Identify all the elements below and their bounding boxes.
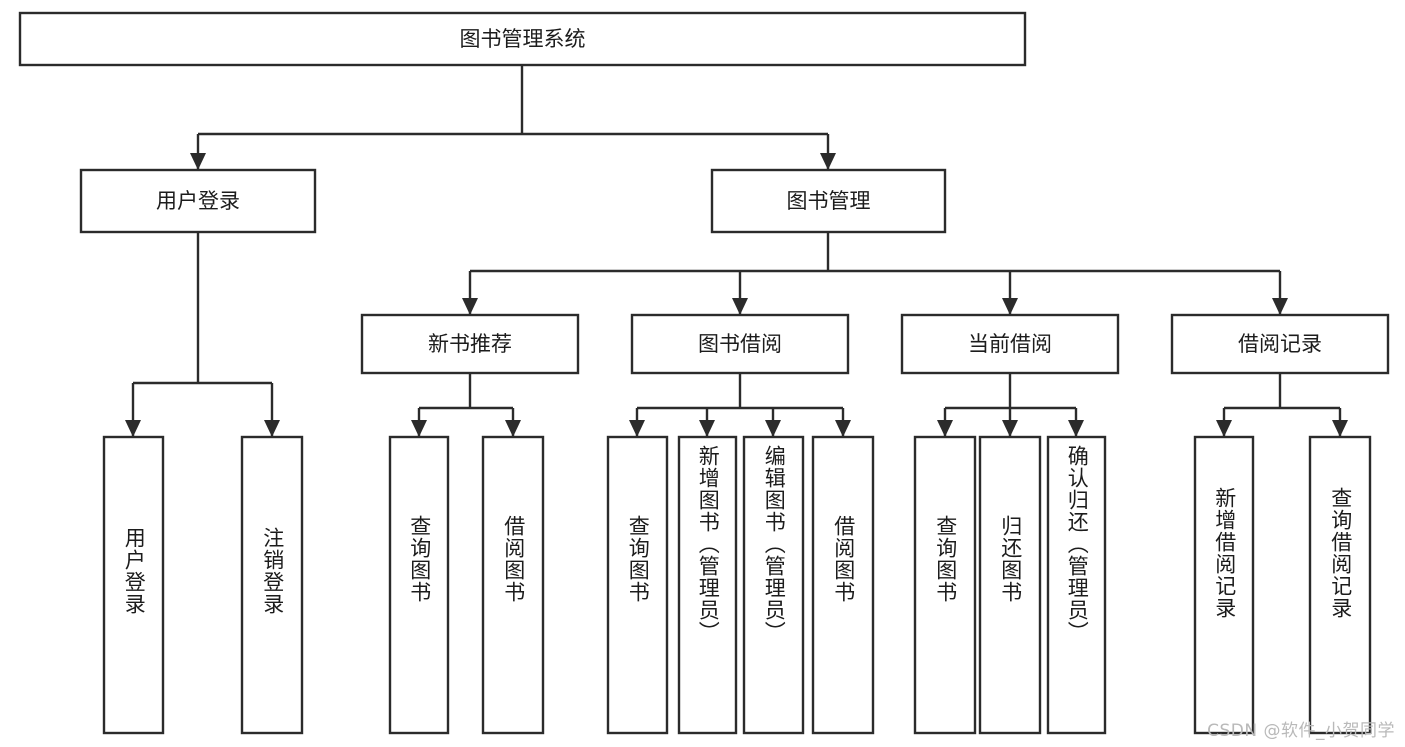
node-user-login-label: 用户登录 [156, 189, 240, 213]
node-book-borrow-label: 图书借阅 [698, 332, 782, 356]
l3-arrow-icon-2-1 [1002, 420, 1018, 437]
node-leaf-edit-book-admin-box[interactable] [742, 435, 805, 735]
node-borrow-record-label: 借阅记录 [1238, 332, 1322, 356]
l3-arrow-icon-0-1 [505, 420, 521, 437]
node-leaf-query-book-recommend-box[interactable] [388, 435, 450, 735]
node-new-book-recommend-label: 新书推荐 [428, 332, 512, 356]
node-leaf-query-book-borrow-box[interactable] [606, 435, 669, 735]
l3-arrow-icon-1-0 [629, 420, 645, 437]
node-leaf-user-login-box[interactable] [102, 435, 165, 735]
book-manage-arrow-icon-0 [462, 298, 478, 315]
node-leaf-add-book-admin-box[interactable] [677, 435, 738, 735]
user-login-arrow-icon-1 [264, 420, 280, 437]
root-node-label: 图书管理系统 [460, 27, 586, 51]
node-leaf-query-borrow-record-box[interactable] [1308, 435, 1372, 735]
l3-arrow-icon-1-1 [699, 420, 715, 437]
node-leaf-add-borrow-record-box[interactable] [1193, 435, 1255, 735]
node-leaf-query-book-current-box[interactable] [913, 435, 977, 735]
l3-arrow-icon-3-0 [1216, 420, 1232, 437]
node-book-manage-box[interactable] [710, 168, 947, 234]
node-book-manage-label: 图书管理 [787, 189, 871, 213]
user-login-arrow-icon-0 [125, 420, 141, 437]
csdn-watermark: CSDN @软件_小贺同学 [1207, 721, 1395, 741]
node-leaf-logout-login-box[interactable] [240, 435, 304, 735]
root-arrow-icon-1 [820, 153, 836, 170]
l3-arrow-icon-0-0 [411, 420, 427, 437]
l3-arrow-icon-2-0 [937, 420, 953, 437]
l3-arrow-icon-1-3 [835, 420, 851, 437]
node-leaf-borrow-book-box[interactable] [811, 435, 875, 735]
node-current-borrow-box[interactable] [900, 313, 1120, 375]
node-user-login-box[interactable] [79, 168, 317, 234]
root-node-box[interactable] [18, 11, 1027, 67]
l3-arrow-icon-2-2 [1068, 420, 1084, 437]
l3-arrow-icon-1-2 [765, 420, 781, 437]
node-current-borrow-label: 当前借阅 [968, 332, 1052, 356]
node-new-book-recommend-box[interactable] [360, 313, 580, 375]
connector-layer [125, 65, 1348, 437]
root-arrow-icon-0 [190, 153, 206, 170]
book-manage-arrow-icon-2 [1002, 298, 1018, 315]
book-manage-arrow-icon-1 [732, 298, 748, 315]
book-manage-arrow-icon-3 [1272, 298, 1288, 315]
node-leaf-return-book-box[interactable] [978, 435, 1042, 735]
node-box-layer [18, 11, 1390, 735]
node-leaf-borrow-book-recommend-box[interactable] [481, 435, 545, 735]
l3-arrow-icon-3-1 [1332, 420, 1348, 437]
node-borrow-record-box[interactable] [1170, 313, 1390, 375]
node-leaf-confirm-return-admin-box[interactable] [1046, 435, 1107, 735]
node-book-borrow-box[interactable] [630, 313, 850, 375]
